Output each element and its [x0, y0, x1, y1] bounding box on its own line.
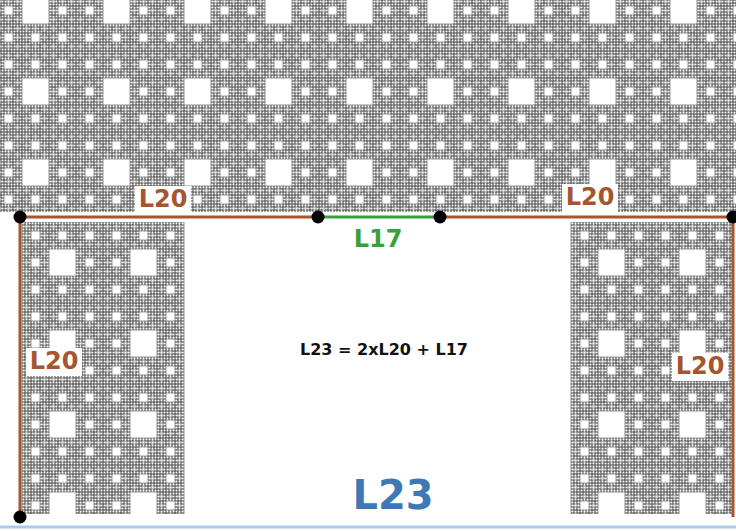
- fractal-pattern: [22, 222, 733, 514]
- length-label: L20: [562, 184, 619, 212]
- formula-label: L23 = 2xL20 + L17: [296, 341, 472, 359]
- end-dot: [14, 211, 27, 224]
- length-label: L17: [350, 226, 407, 254]
- end-dot: [312, 211, 325, 224]
- segment-line: [732, 217, 735, 517]
- segment-line: [19, 217, 22, 517]
- end-dot: [14, 511, 27, 524]
- segment-line: [20, 216, 318, 219]
- title-label: L23: [348, 472, 437, 518]
- end-dot: [727, 211, 736, 224]
- segment-line: [318, 216, 440, 219]
- segment-line: [440, 216, 736, 219]
- fractal-pattern: [0, 0, 736, 212]
- length-label: L20: [135, 186, 192, 214]
- length-label: L20: [672, 353, 729, 381]
- end-dot: [434, 211, 447, 224]
- length-label: L20: [26, 348, 83, 376]
- base-line: [0, 526, 736, 529]
